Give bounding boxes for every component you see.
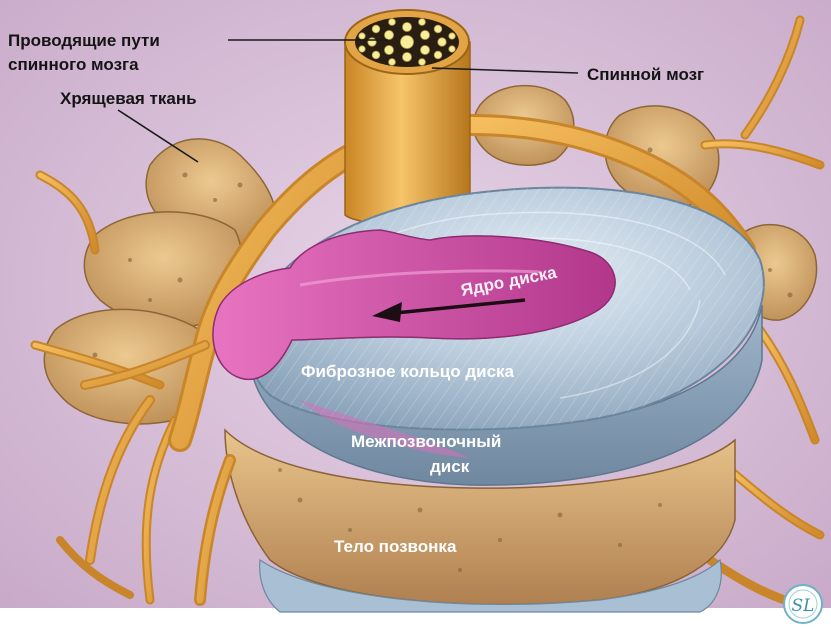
spinal-tract-fibers	[358, 18, 456, 66]
sl-logo: SL	[783, 584, 823, 624]
spinal-cord	[344, 9, 471, 226]
label-cartilage: Хрящевая ткань	[60, 89, 197, 108]
herniation-arrow	[372, 298, 526, 322]
left-nerve-root	[80, 138, 372, 606]
vertebral-body	[224, 428, 736, 613]
label-annulus: Фиброзное кольцо диска	[301, 362, 515, 381]
right-nerve-root	[459, 114, 756, 261]
nucleus-pulposus	[212, 229, 616, 381]
leader-cartilage	[117, 109, 199, 163]
bottom-strip	[0, 608, 831, 631]
label-spinal-tracts-line2: спинного мозга	[8, 55, 139, 74]
label-disc-line2: диск	[430, 457, 470, 476]
label-spinal-tracts-line1: Проводящие пути	[8, 31, 160, 50]
logo-text: SL	[792, 596, 815, 616]
leader-spinal-cord	[431, 67, 579, 74]
label-vertebral-body: Тело позвонка	[334, 537, 457, 556]
nerve-left-foot	[56, 536, 134, 599]
label-spinal-cord: Спинной мозг	[587, 65, 704, 84]
label-disc-line1: Межпозвоночный	[351, 432, 501, 451]
